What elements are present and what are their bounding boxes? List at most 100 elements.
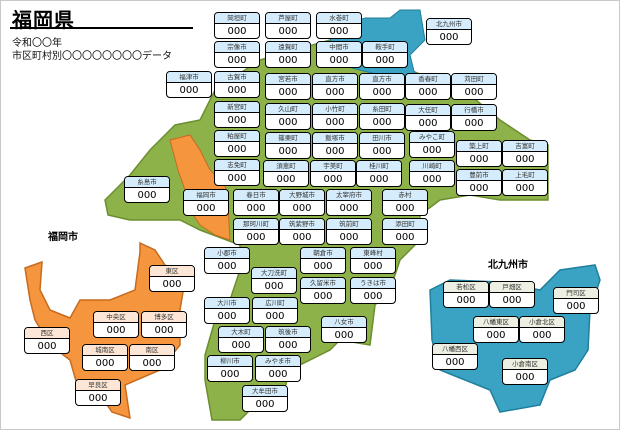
region-value[interactable]: 000 [363,261,383,272]
region-value[interactable]: 000 [162,279,182,290]
region-value[interactable]: 000 [515,183,535,194]
region-value[interactable]: 000 [227,144,247,155]
region-value[interactable]: 000 [106,325,126,336]
region-value[interactable]: 000 [469,154,489,165]
region-value[interactable]: 000 [329,26,349,37]
region-value[interactable]: 000 [220,369,240,380]
region-value[interactable]: 000 [278,146,298,157]
region-value[interactable]: 000 [363,291,383,302]
region-value[interactable]: 000 [515,154,535,165]
region-value[interactable]: 000 [276,174,296,185]
region-value[interactable]: 000 [227,26,247,37]
region-value[interactable]: 000 [154,325,174,336]
region-value[interactable]: 000 [339,203,359,214]
region-value[interactable]: 000 [395,203,415,214]
region-value[interactable]: 000 [395,232,415,243]
region-value[interactable]: 000 [278,87,298,98]
region-value[interactable]: 000 [515,372,535,383]
region-value[interactable]: 000 [268,369,288,380]
region-value[interactable]: 000 [418,87,438,98]
region-value[interactable]: 000 [246,232,266,243]
region-value[interactable]: 000 [88,393,108,404]
region-value[interactable]: 000 [486,330,506,341]
region-value[interactable]: 000 [278,117,298,128]
region-value[interactable]: 000 [532,330,552,341]
region-value[interactable]: 000 [179,85,199,96]
region-value[interactable]: 000 [469,183,489,194]
region-value[interactable]: 000 [323,174,343,185]
region-value[interactable]: 000 [325,87,345,98]
region-value[interactable]: 000 [292,203,312,214]
region-value[interactable]: 000 [375,55,395,66]
region-value[interactable]: 000 [422,174,442,185]
region-value[interactable]: 000 [369,174,389,185]
region-value[interactable]: 000 [329,55,349,66]
region-value[interactable]: 000 [313,261,333,272]
region-value[interactable]: 000 [231,340,251,351]
region-value[interactable]: 000 [464,87,484,98]
region-value[interactable]: 000 [325,117,345,128]
region-value[interactable]: 000 [502,295,522,306]
region-value[interactable]: 000 [227,173,247,184]
region-value[interactable]: 000 [264,281,284,292]
region-value[interactable]: 000 [196,203,216,214]
region-value[interactable]: 000 [464,118,484,129]
region-value[interactable]: 000 [372,87,392,98]
region-value[interactable]: 000 [255,399,275,410]
region-value[interactable]: 000 [422,145,442,156]
